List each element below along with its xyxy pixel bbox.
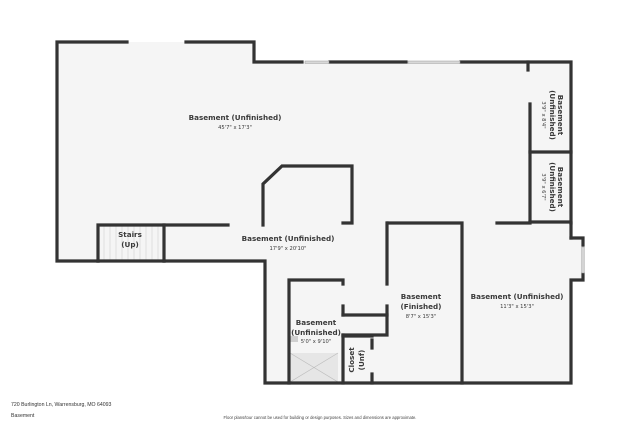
floor-area [57, 42, 583, 383]
svg-text:8'7" x 15'3": 8'7" x 15'3" [406, 314, 437, 320]
svg-text:Basement: Basement [296, 318, 337, 327]
svg-text:Basement (Unfinished): Basement (Unfinished) [242, 234, 335, 243]
room-closet: Closet (Unf) [347, 347, 366, 373]
room-right-bottom: Basement (Unfinished) 11'3" x 15'3" [471, 292, 564, 310]
room-main: Basement (Unfinished) 45'7" x 17'3" [189, 113, 282, 131]
svg-text:(Unfinished): (Unfinished) [548, 162, 557, 212]
svg-text:3'9" x 6'7": 3'9" x 6'7" [540, 173, 546, 200]
svg-text:(Up): (Up) [121, 240, 139, 249]
walls [55, 40, 585, 385]
svg-text:Basement: Basement [556, 95, 565, 136]
svg-text:(Unfinished): (Unfinished) [291, 328, 341, 337]
svg-text:3'9" x 8'4": 3'9" x 8'4" [540, 101, 546, 128]
svg-text:Basement: Basement [401, 292, 442, 301]
room-right-top: Basement (Unfinished) 3'9" x 8'4" [540, 90, 565, 140]
svg-text:Basement: Basement [556, 167, 565, 208]
room-center: Basement (Unfinished) 17'9" x 20'10" [242, 234, 335, 252]
svg-text:Basement (Unfinished): Basement (Unfinished) [189, 113, 282, 122]
svg-text:5'0" x 9'10": 5'0" x 9'10" [301, 339, 332, 345]
windows [304, 60, 585, 274]
stairs-treads [103, 226, 159, 260]
room-finished: Basement (Finished) 8'7" x 15'3" [401, 292, 442, 320]
room-right-mid: Basement (Unfinished) 3'9" x 6'7" [540, 162, 565, 212]
floor-level-label: Basement [11, 413, 35, 419]
room-small: Basement (Unfinished) 5'0" x 9'10" [291, 318, 341, 345]
property-address: 720 Burlington Ln, Warrensburg, MO 64093 [11, 402, 112, 408]
svg-text:Basement (Unfinished): Basement (Unfinished) [471, 292, 564, 301]
svg-text:(Unf): (Unf) [357, 350, 366, 371]
svg-text:11'3" x 15'3": 11'3" x 15'3" [500, 304, 534, 310]
svg-text:Stairs: Stairs [118, 230, 142, 239]
disclaimer-text: Floor plans/tour cannot be used for buil… [223, 415, 417, 420]
svg-text:17'9" x 20'10": 17'9" x 20'10" [269, 246, 306, 252]
svg-text:(Finished): (Finished) [401, 302, 442, 311]
room-stairs: Stairs (Up) [118, 230, 142, 249]
svg-text:45'7" x 17'3": 45'7" x 17'3" [218, 125, 252, 131]
svg-text:Closet: Closet [347, 347, 356, 373]
svg-text:(Unfinished): (Unfinished) [548, 90, 557, 140]
